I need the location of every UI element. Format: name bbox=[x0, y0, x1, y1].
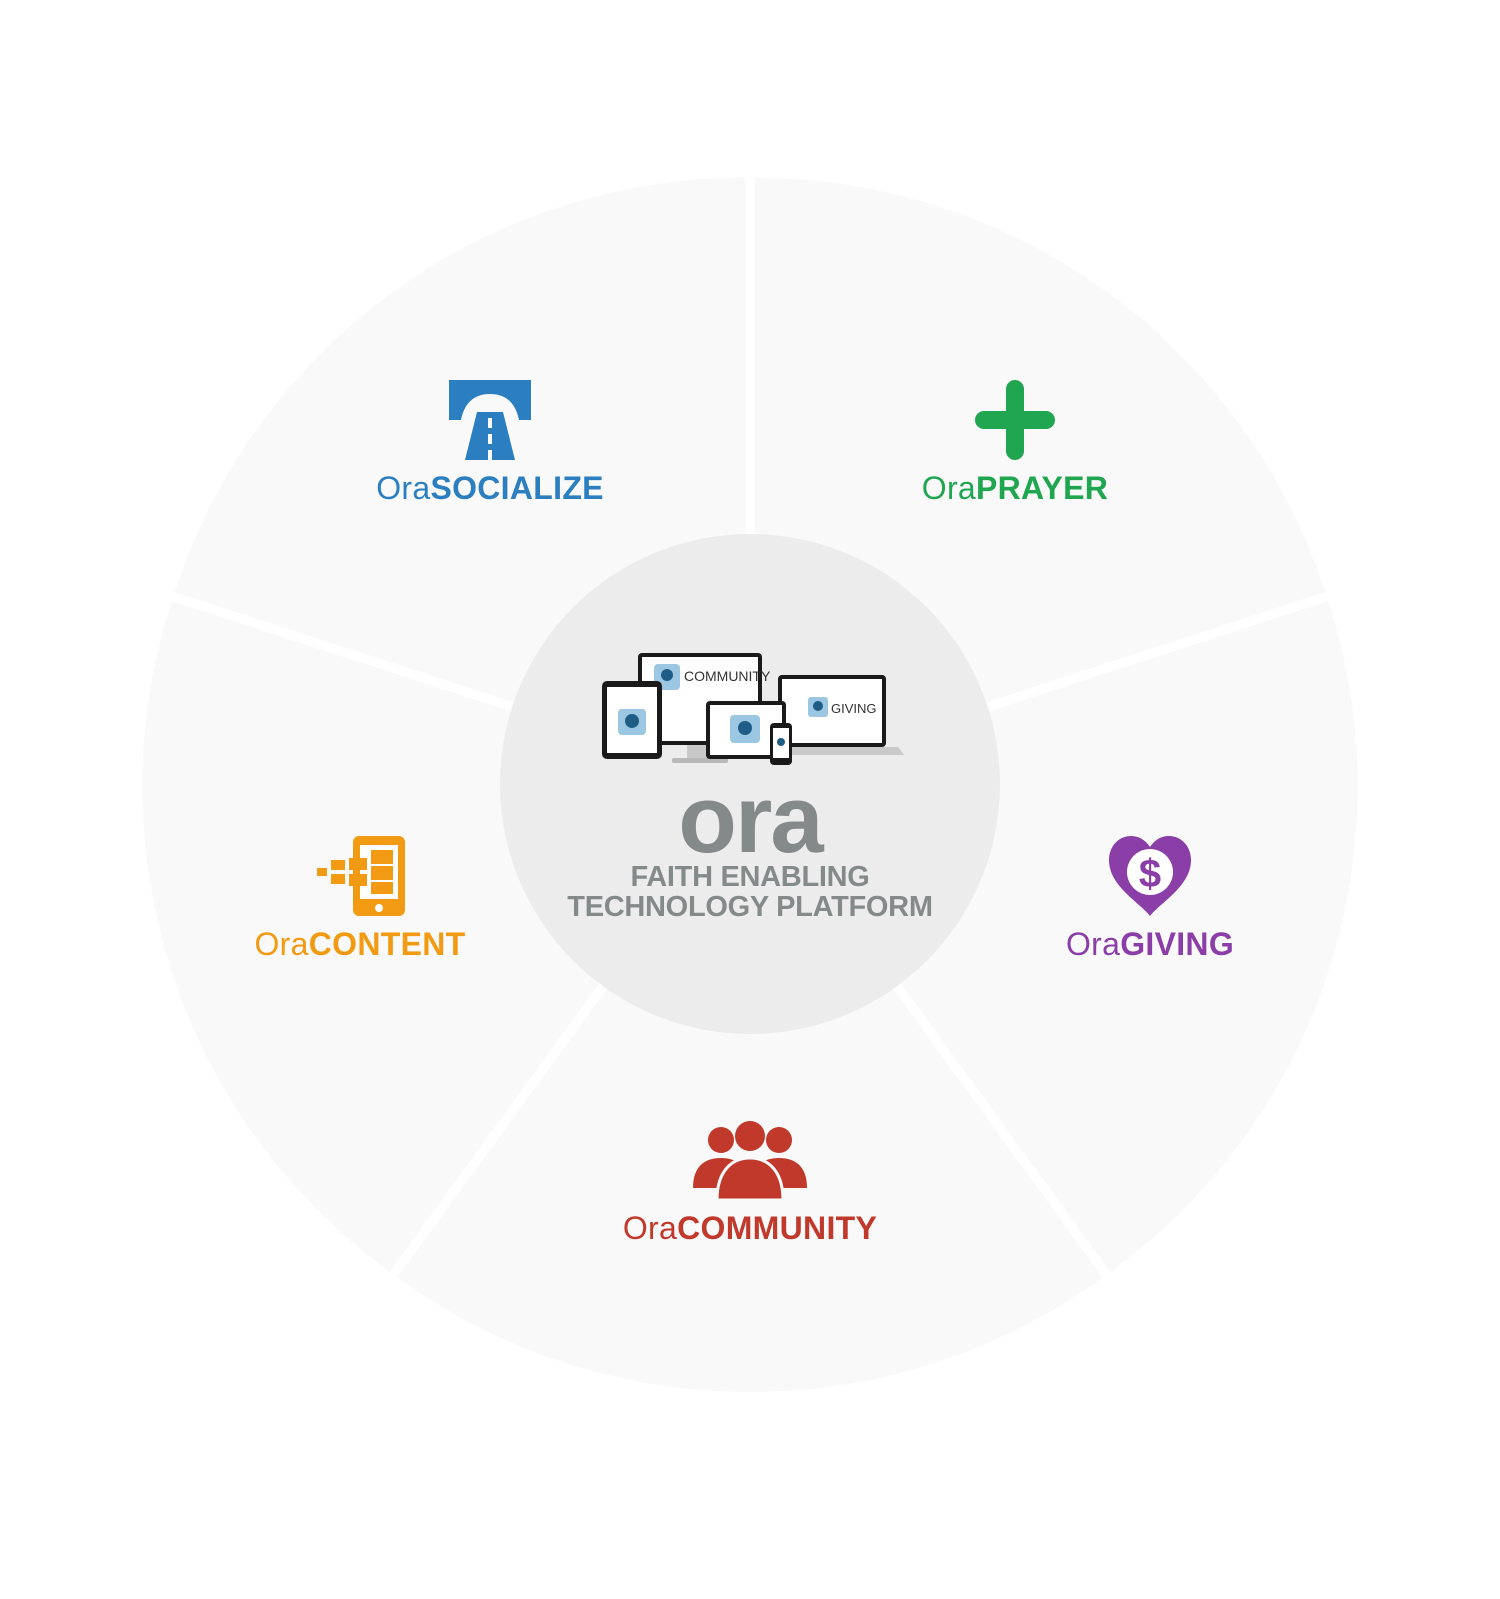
screen-label-giving: GIVING bbox=[831, 701, 877, 716]
module-label: OraCOMMUNITY bbox=[623, 1210, 877, 1247]
screen-label-community: COMMUNITY bbox=[684, 668, 771, 684]
module-prefix: Ora bbox=[622, 1210, 678, 1246]
laptop: GIVING bbox=[762, 675, 904, 755]
devices-illustration: COMMUNITY GIVING bbox=[602, 653, 904, 765]
mobile-content-icon bbox=[317, 836, 405, 916]
brand-wordmark: ora bbox=[678, 766, 823, 873]
module-label: OraPRAYER bbox=[922, 470, 1108, 507]
module-name: SOCIALIZE bbox=[430, 470, 604, 506]
tagline-line-2: TECHNOLOGY PLATFORM bbox=[567, 891, 933, 923]
module-prefix: Ora bbox=[1065, 926, 1121, 962]
tagline-line-1: FAITH ENABLING bbox=[630, 861, 870, 893]
road-icon bbox=[449, 380, 531, 460]
module-prefix: Ora bbox=[921, 470, 976, 506]
tablet-landscape bbox=[706, 701, 786, 759]
module-prayer[interactable]: OraPRAYER bbox=[865, 380, 1165, 507]
heart-dollar-icon: $ bbox=[1109, 836, 1191, 916]
module-content[interactable]: OraCONTENT bbox=[210, 836, 510, 963]
module-prefix: Ora bbox=[254, 926, 309, 962]
module-name: CONTENT bbox=[308, 926, 466, 962]
module-label: OraSOCIALIZE bbox=[376, 470, 604, 507]
hub-circle bbox=[500, 534, 1000, 1034]
module-community[interactable]: OraCOMMUNITY bbox=[600, 1120, 900, 1247]
module-label: OraGIVING bbox=[1066, 926, 1234, 963]
module-label: OraCONTENT bbox=[254, 926, 465, 963]
module-name: GIVING bbox=[1120, 926, 1235, 962]
module-name: COMMUNITY bbox=[677, 1210, 878, 1246]
phone bbox=[770, 723, 792, 765]
module-name: PRAYER bbox=[976, 470, 1109, 506]
wheel-segment-giving bbox=[397, 792, 1103, 1392]
module-giving[interactable]: $ OraGIVING bbox=[1000, 836, 1300, 963]
plus-icon bbox=[975, 380, 1055, 460]
people-icon bbox=[693, 1121, 807, 1200]
dollar-glyph: $ bbox=[1139, 852, 1161, 896]
module-prefix: Ora bbox=[376, 470, 431, 506]
module-socialize[interactable]: OraSOCIALIZE bbox=[340, 380, 640, 507]
tablet bbox=[602, 681, 662, 759]
